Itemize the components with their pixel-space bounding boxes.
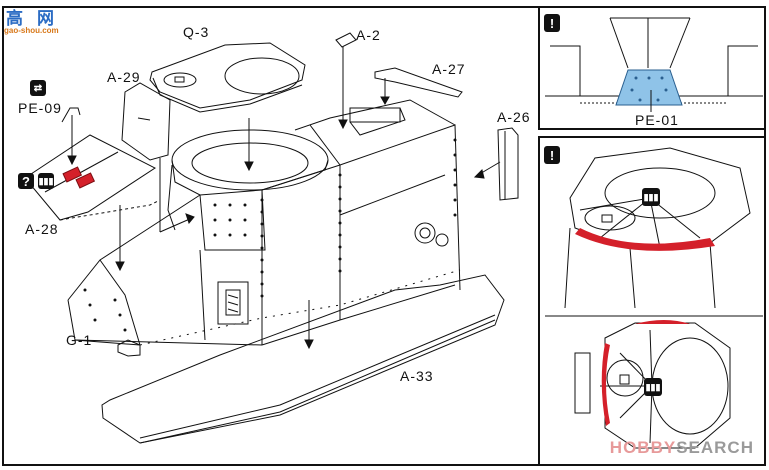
part-label-a27: A-27 (432, 61, 466, 77)
assembly-drawing (24, 32, 519, 444)
arrow-icon: ⇄ (33, 82, 43, 94)
detail-panel-middle: ! ▮▮▮ ▮▮▮ HOBBYSEARCH (538, 136, 766, 466)
part-label-a33: A-33 (400, 368, 434, 384)
question-icon: ? (18, 173, 34, 189)
part-label-a29: A-29 (107, 69, 141, 85)
paint-stripe-icon: ▮▮▮ (38, 173, 54, 189)
part-label-q3: Q-3 (183, 24, 210, 40)
photo-etch-icon: ⇄ (30, 80, 46, 96)
part-a27-drawing (374, 67, 463, 106)
hull-drawing (67, 99, 461, 346)
part-label-a26: A-26 (497, 109, 531, 125)
site-logo-url: gao-shou.com (4, 26, 59, 35)
paint-stripe-icon: ▮▮▮ (644, 378, 662, 396)
caution-icon: ! (544, 14, 560, 32)
site-logo: 高网 gao-shou.com (4, 4, 76, 36)
part-a26-drawing (473, 127, 519, 201)
bracket-drawing (217, 281, 249, 325)
hobby-search-watermark: HOBBYSEARCH (609, 438, 754, 457)
caution-icon: ! (544, 146, 560, 164)
part-a29-drawing (121, 82, 195, 233)
detail-panel-top: ! PE-01 (538, 6, 766, 130)
part-label-pe09: PE-09 (18, 100, 62, 116)
part-label-a28: A-28 (25, 221, 59, 237)
rivet-pattern (83, 138, 457, 332)
site-logo-text: 高网 (6, 9, 68, 28)
part-a2-drawing (335, 32, 357, 130)
part-pe09-drawing (61, 107, 81, 166)
part-g1-drawing (117, 339, 141, 357)
part-a33-drawing (101, 274, 505, 444)
part-a28-drawing (24, 134, 161, 272)
detail-top-drawing (545, 17, 763, 112)
part-label-a2: A-2 (356, 27, 381, 43)
part-label-pe01: PE-01 (635, 112, 679, 128)
paint-stripe-icon: ▮▮▮ (642, 188, 660, 206)
detail-middle-drawing (545, 147, 763, 449)
part-q3-drawing (149, 42, 306, 113)
part-label-g1: G-1 (66, 332, 93, 348)
